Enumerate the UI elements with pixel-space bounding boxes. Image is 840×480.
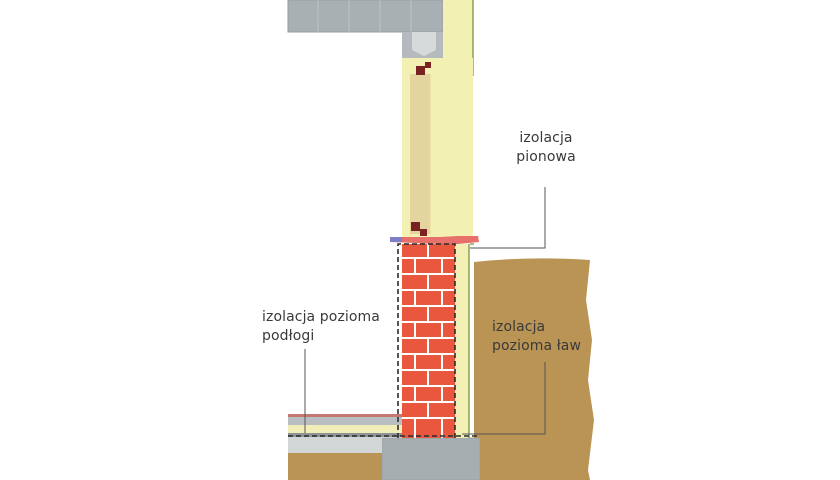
label-footing-horizontal-insulation-line1: izolacja bbox=[492, 319, 546, 335]
top-lintel bbox=[287, 0, 444, 58]
label-footing-horizontal-insulation: izolacja pozioma ław bbox=[492, 318, 581, 356]
label-vertical-insulation: izolacja pionowa bbox=[514, 129, 578, 167]
label-floor-horizontal-insulation-line2: podłogi bbox=[262, 328, 315, 344]
floor-layers bbox=[288, 414, 402, 480]
label-vertical-insulation-line2: pionowa bbox=[516, 149, 576, 165]
damp-proof-membranes bbox=[288, 243, 480, 438]
window-sill bbox=[390, 236, 479, 244]
leader-lines bbox=[304, 187, 546, 435]
label-floor-horizontal-insulation: izolacja pozioma podłogi bbox=[262, 308, 380, 346]
label-footing-horizontal-insulation-line2: pozioma ław bbox=[492, 338, 582, 354]
concrete-footing bbox=[381, 437, 481, 480]
soil bbox=[474, 258, 594, 480]
label-vertical-insulation-line1: izolacja bbox=[519, 130, 573, 146]
wall-frame-column bbox=[402, 58, 473, 238]
brick-foundation-wall bbox=[402, 244, 455, 438]
vertical-insulation bbox=[455, 243, 474, 438]
label-floor-horizontal-insulation-line1: izolacja pozioma bbox=[262, 309, 380, 325]
